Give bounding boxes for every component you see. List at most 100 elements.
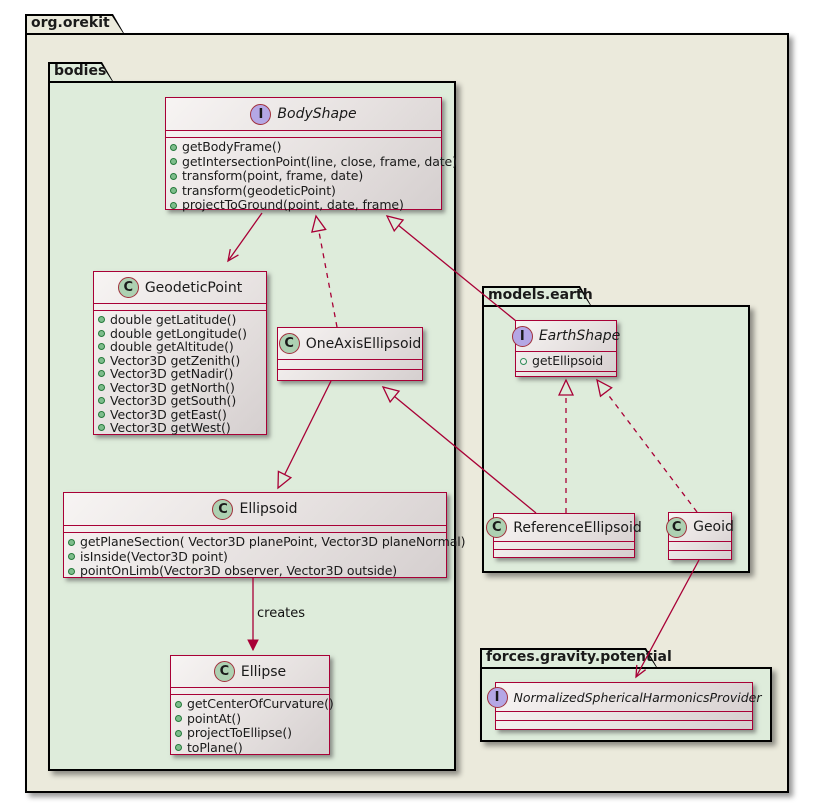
method-item: Vector3D getNadir() bbox=[98, 367, 262, 381]
method-item: pointOnLimb(Vector3D observer, Vector3D … bbox=[68, 563, 442, 579]
method-item: Vector3D getNorth() bbox=[98, 380, 262, 395]
method-item: toPlane() bbox=[175, 740, 325, 756]
methods-compartment: double getLatitude() double getLongitude… bbox=[94, 310, 266, 437]
fields-compartment bbox=[94, 303, 266, 310]
class-name-ellipsoid: Ellipsoid bbox=[239, 501, 298, 517]
class-name-bodyshape: BodyShape bbox=[277, 106, 357, 122]
class-name-ellipse: Ellipse bbox=[240, 663, 287, 680]
fields-compartment bbox=[166, 130, 441, 137]
class-name-referenceellipsoid: ReferenceEllipsoid bbox=[513, 519, 642, 536]
class-box-geodeticpoint: C GeodeticPoint double getLatitude() dou… bbox=[93, 271, 267, 435]
class-name-geodeticpoint: GeodeticPoint bbox=[144, 279, 243, 296]
public-method-icon bbox=[98, 383, 105, 391]
class-header: I BodyShape bbox=[166, 98, 441, 130]
class-box-geoid: C Geoid bbox=[666, 512, 734, 560]
class-box-oneaxisellipsoid: C OneAxisEllipsoid bbox=[277, 327, 423, 381]
public-method-icon bbox=[170, 143, 177, 151]
package-tab-forces-gravity-potential: forces.gravity.potential bbox=[480, 648, 672, 669]
package-tab-bodies: bodies bbox=[48, 62, 114, 83]
methods-compartment: getBodyFrame() getIntersectionPoint(line… bbox=[166, 137, 457, 215]
public-method-icon bbox=[98, 343, 105, 351]
public-method-icon bbox=[175, 700, 182, 708]
class-icon: C bbox=[212, 498, 234, 520]
public-field-icon bbox=[520, 357, 527, 365]
method-item: getBodyFrame() bbox=[170, 139, 437, 155]
class-icon: C bbox=[666, 516, 688, 538]
class-name-oneaxisellipsoid: OneAxisEllipsoid bbox=[305, 335, 422, 352]
class-header: C ReferenceEllipsoid bbox=[486, 514, 642, 541]
package-label-forces-gravity-potential: forces.gravity.potential bbox=[486, 649, 672, 665]
methods-compartment bbox=[669, 550, 731, 559]
class-icon: C bbox=[486, 517, 508, 538]
method-item: getIntersectionPoint(line, close, frame,… bbox=[170, 154, 457, 170]
class-header: C GeodeticPoint bbox=[94, 272, 266, 303]
methods-compartment bbox=[496, 720, 752, 729]
method-item: transform(geodeticPoint) bbox=[170, 183, 437, 199]
package-label-models-earth: models.earth bbox=[488, 287, 593, 303]
class-header: C OneAxisEllipsoid bbox=[278, 328, 422, 359]
public-method-icon bbox=[68, 553, 75, 561]
fields-compartment bbox=[496, 711, 752, 720]
package-label-bodies: bodies bbox=[54, 63, 107, 79]
class-icon: C bbox=[117, 277, 139, 298]
package-tab-models-earth: models.earth bbox=[482, 286, 593, 307]
class-box-ellipse: C Ellipse getCenterOfCurvature() pointAt… bbox=[170, 655, 334, 756]
method-item: Vector3D getWest() bbox=[98, 421, 262, 435]
class-header: C Geoid bbox=[666, 513, 734, 541]
method-item: getPlaneSection( Vector3D planePoint, Ve… bbox=[68, 534, 466, 550]
class-box-normalizedsphericalharmonicsprovider: I NormalizedSphericalHarmonicsProvider bbox=[486, 682, 761, 730]
fields-compartment bbox=[278, 359, 422, 369]
class-header: C Ellipsoid bbox=[64, 493, 446, 525]
package-tab-fill bbox=[50, 64, 112, 81]
interface-icon: I bbox=[250, 103, 272, 125]
class-box-bodyshape: I BodyShape getBodyFrame() getIntersecti… bbox=[165, 97, 457, 212]
class-header: I NormalizedSphericalHarmonicsProvider bbox=[486, 683, 761, 711]
class-icon: C bbox=[278, 333, 300, 354]
class-box-ellipsoid: C Ellipsoid getPlaneSection( Vector3D pl… bbox=[63, 492, 466, 579]
field-item: getEllipsoid bbox=[520, 353, 612, 369]
class-icon: C bbox=[213, 661, 235, 682]
method-item: getCenterOfCurvature() bbox=[175, 696, 334, 712]
edge-label-creates: creates bbox=[257, 606, 306, 621]
interface-icon: I bbox=[486, 686, 508, 708]
method-item: double getLatitude() bbox=[98, 313, 262, 327]
fields-compartment bbox=[494, 541, 634, 549]
method-item: transform(point, frame, date) bbox=[170, 168, 437, 184]
method-item: Vector3D getSouth() bbox=[98, 394, 262, 408]
class-box-referenceellipsoid: C ReferenceEllipsoid bbox=[486, 513, 642, 558]
public-method-icon bbox=[98, 316, 105, 324]
interface-icon: I bbox=[511, 325, 533, 347]
public-method-icon bbox=[98, 424, 105, 432]
class-name-geoid: Geoid bbox=[693, 519, 734, 535]
fields-compartment: getEllipsoid bbox=[516, 351, 616, 371]
method-item: Vector3D getEast() bbox=[98, 407, 262, 422]
public-method-icon bbox=[175, 729, 182, 737]
package-tab-fill bbox=[482, 650, 656, 667]
public-method-icon bbox=[98, 397, 105, 405]
method-item: pointAt() bbox=[175, 711, 325, 727]
public-method-icon bbox=[170, 172, 177, 180]
method-item: projectToGround(point, date, frame) bbox=[170, 197, 437, 213]
package-label-org-orekit: org.orekit bbox=[31, 15, 110, 31]
public-method-icon bbox=[68, 538, 75, 546]
method-item: double getAltitude() bbox=[98, 340, 262, 354]
package-tab-fill bbox=[27, 16, 123, 33]
public-method-icon bbox=[98, 356, 105, 364]
class-header: I EarthShape bbox=[511, 321, 620, 351]
class-name-earthshape: EarthShape bbox=[538, 328, 621, 344]
fields-compartment bbox=[669, 541, 731, 550]
method-item: isInside(Vector3D point) bbox=[68, 549, 442, 565]
public-method-icon bbox=[175, 715, 182, 723]
methods-compartment bbox=[516, 370, 616, 378]
class-box-earthshape: I EarthShape getEllipsoid bbox=[511, 320, 620, 378]
method-item: double getLongitude() bbox=[98, 326, 262, 341]
method-item: Vector3D getZenith() bbox=[98, 353, 262, 368]
method-item: projectToEllipse() bbox=[175, 725, 325, 741]
class-name-normalizedsphericalharmonicsprovider: NormalizedSphericalHarmonicsProvider bbox=[513, 689, 762, 705]
fields-compartment bbox=[171, 687, 329, 694]
methods-compartment bbox=[494, 549, 634, 557]
public-method-icon bbox=[98, 370, 105, 378]
package-tab-org-orekit: org.orekit bbox=[25, 14, 125, 35]
methods-compartment bbox=[278, 369, 422, 379]
